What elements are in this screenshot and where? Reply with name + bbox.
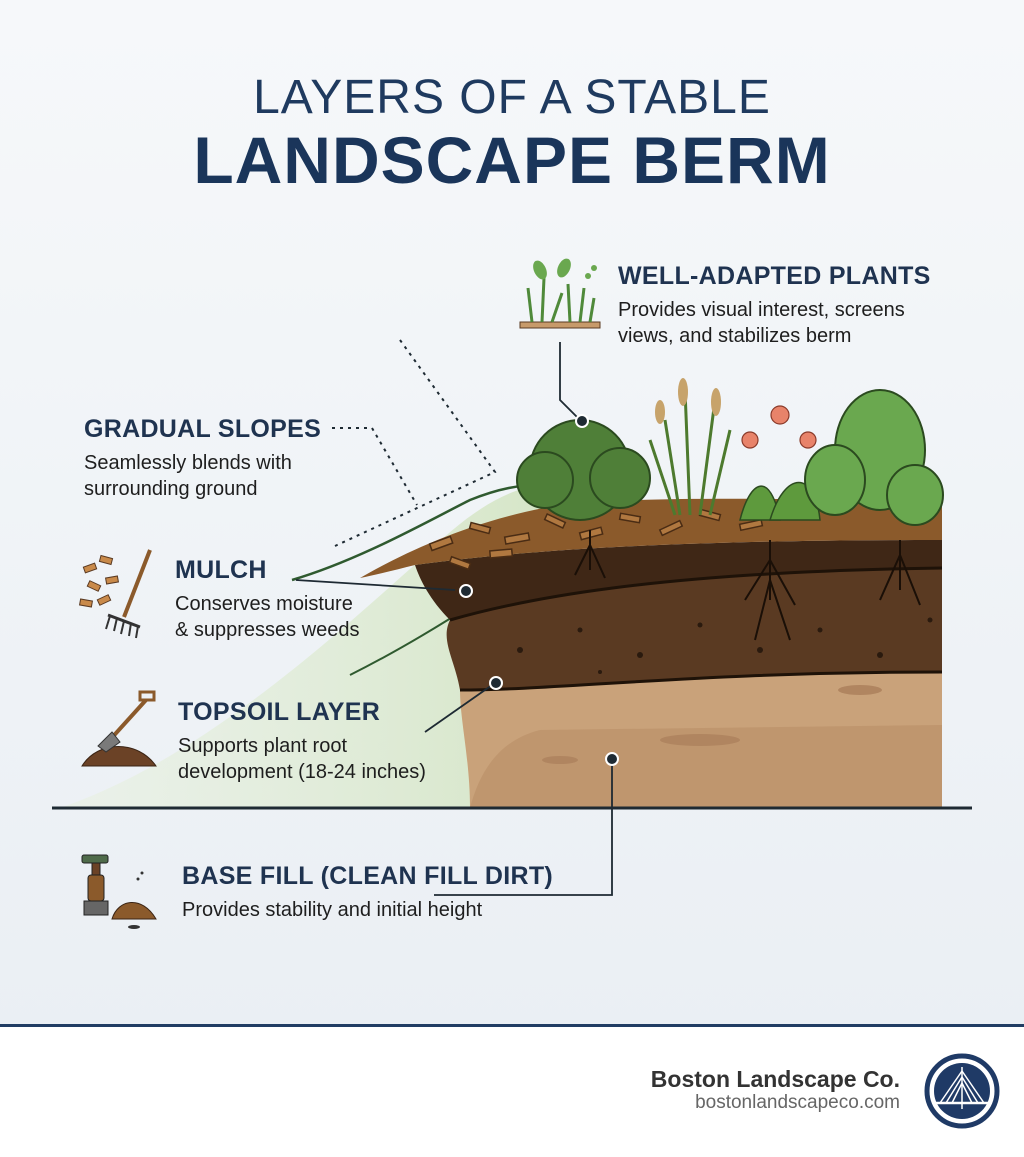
topsoil-desc-line2: development (18-24 inches) [178,761,426,783]
basefill-heading: BASE FILL (CLEAN FILL DIRT) [182,862,554,890]
plants-desc-line1: Provides visual interest, screens [618,299,905,321]
brand-name: Boston Landscape Co. [650,1066,900,1092]
mulch-heading: MULCH [175,556,267,584]
topsoil-heading: TOPSOIL LAYER [178,698,381,726]
label-mulch: MULCH Conserves moisture & suppresses wee… [175,556,360,643]
topsoil-layer [446,568,942,690]
leafy-plant [804,389,944,526]
mulch-desc-line1: Conserves moisture [175,593,353,615]
footer [0,1024,1024,1157]
mulch-desc-line2: & suppresses weeds [175,619,360,641]
label-slopes: GRADUAL SLOPES Seamlessly blends with sur… [84,415,321,502]
grasses [648,389,732,516]
title-line-2: LANDSCAPE BERM [193,123,831,197]
berm-diagram [52,258,972,929]
shovel-soil-icon [81,690,157,767]
topsoil-desc: Supports plant root development (18-24 in… [178,733,426,785]
plants-icon [519,258,601,329]
plants-desc: Provides visual interest, screens views, … [618,297,931,349]
title-line-1: LAYERS OF A STABLE [253,71,771,124]
plate-compactor-icon [81,854,157,929]
slopes-desc: Seamlessly blends with surrounding ground [84,450,321,502]
label-topsoil: TOPSOIL LAYER Supports plant root develop… [178,698,426,785]
slopes-heading: GRADUAL SLOPES [84,415,322,443]
label-plants: WELL-ADAPTED PLANTS Provides visual inte… [618,262,931,349]
slope-outline [291,483,541,582]
slopes-desc-line1: Seamlessly blends with [84,452,292,474]
topsoil-desc-line1: Supports plant root [178,735,347,757]
brand-url: bostonlandscapeco.com [695,1092,900,1113]
basefill-desc: Provides stability and initial height [182,897,553,923]
mulch-rake-icon [78,549,152,639]
slopes-desc-line2: surrounding ground [84,478,258,500]
bridge-logo-icon [924,1053,1000,1129]
plants-desc-line2: views, and stabilizes berm [618,325,852,347]
plants-heading: WELL-ADAPTED PLANTS [618,262,931,290]
label-basefill: BASE FILL (CLEAN FILL DIRT) Provides sta… [182,862,553,923]
shrub [516,419,651,521]
basefill-desc-line1: Provides stability and initial height [182,899,483,921]
mulch-desc: Conserves moisture & suppresses weeds [175,591,360,643]
